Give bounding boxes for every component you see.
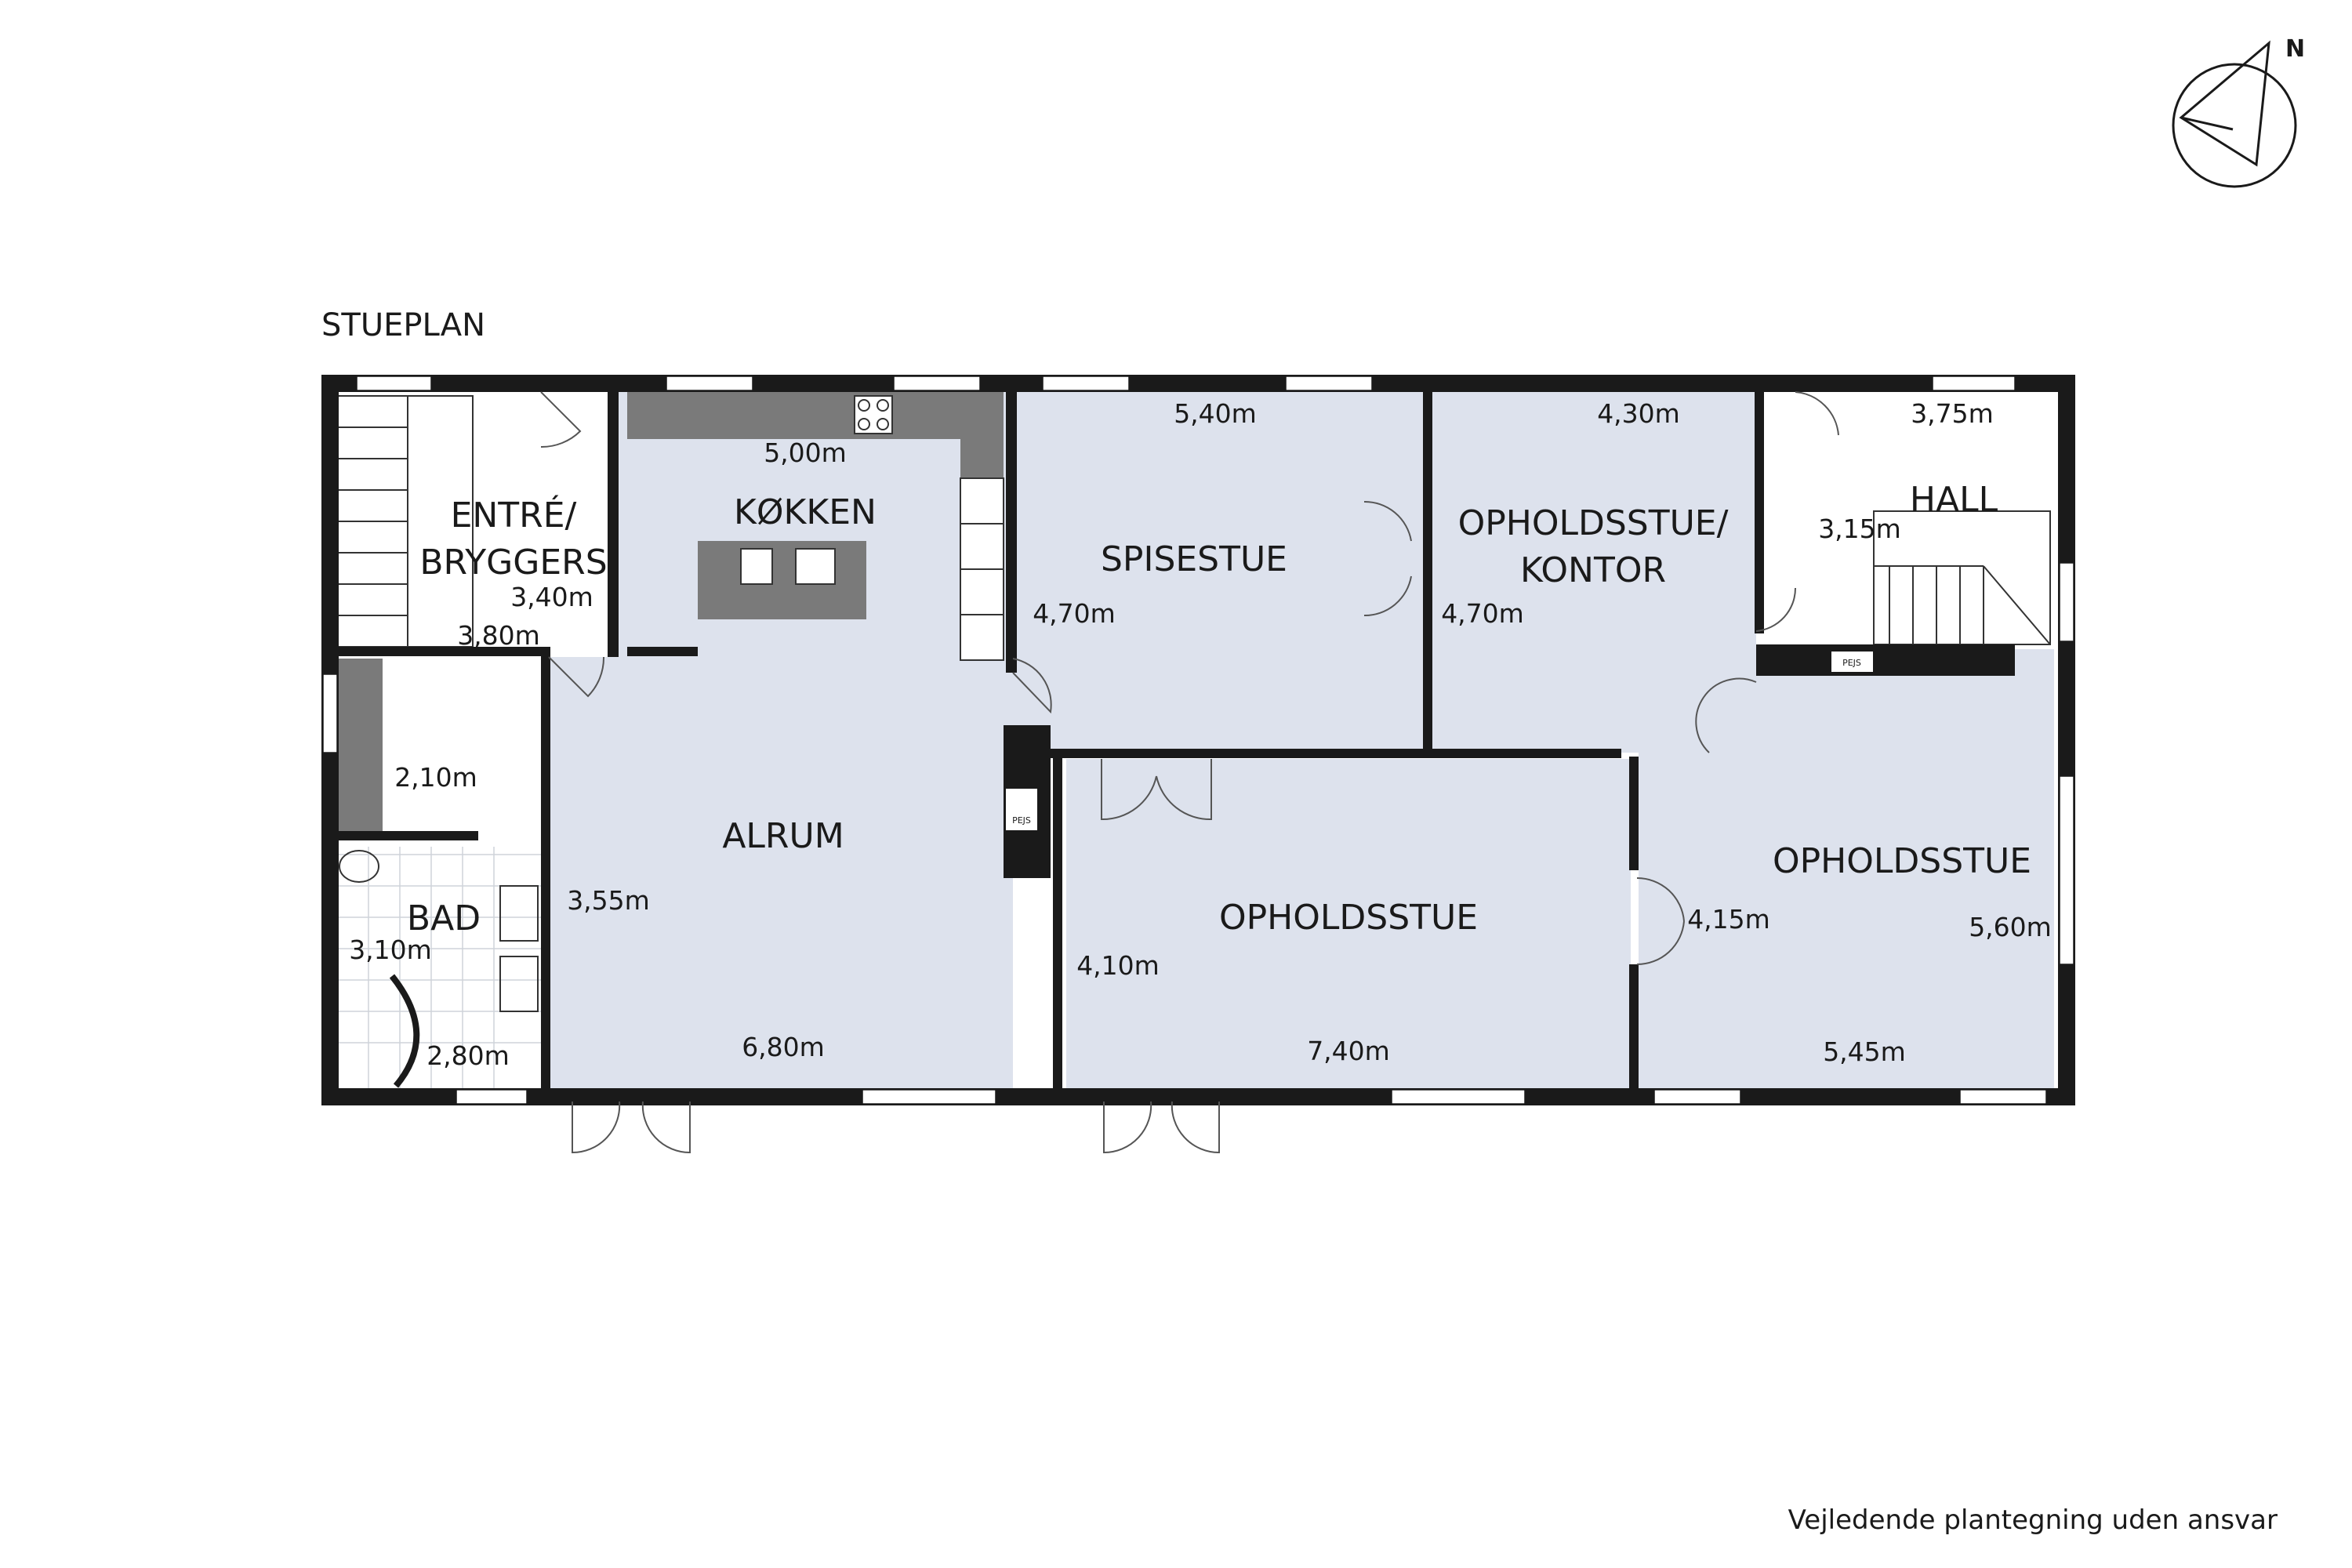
wall-spisestue-kontor — [1423, 375, 1432, 751]
alrum-depth: 3,55m — [567, 885, 650, 916]
bad-sink-icon — [499, 885, 539, 942]
dimension-labels: 3,40m 3,80m 5,00m 5,40m 4,70m 4,30m 4,70… — [349, 398, 2052, 1071]
sink-icon — [795, 548, 836, 585]
spisestue-depth: 4,70m — [1033, 598, 1116, 629]
wall-kontor-hall — [1755, 375, 1764, 633]
opholdsstue-right-depth2: 5,60m — [1969, 912, 2052, 942]
wall-ophold-mid-upper — [1629, 757, 1639, 870]
wall-entre-kokken — [608, 375, 619, 657]
wall-spisestue-bottom — [1010, 749, 1621, 758]
fireplace-label: PEJS — [1012, 815, 1031, 826]
wall-top — [321, 375, 2074, 392]
bad-depth: 3,10m — [349, 935, 432, 965]
wall-ophold-mid-lower — [1629, 964, 1639, 1090]
wall-gang-bad — [321, 831, 478, 840]
alrum-left-floor — [541, 657, 615, 1090]
wall-bad-alrum — [541, 647, 550, 1090]
wall-hall-fireplace — [1756, 644, 2015, 676]
alrum-width: 6,80m — [742, 1032, 825, 1062]
bad-width: 2,80m — [426, 1040, 510, 1071]
bad-fixtures — [339, 850, 539, 1088]
entre-depth: 3,40m — [510, 582, 593, 612]
kitchen-counters — [627, 392, 1004, 661]
opholdsstue-mid-label: OPHOLDSSTUE — [1219, 898, 1478, 938]
fireplace-icon: PEJS — [1004, 787, 1039, 832]
opholdsstue-right-label: OPHOLDSSTUE — [1773, 841, 2031, 881]
kokken-width: 5,00m — [764, 437, 847, 468]
dishwasher-icon — [740, 548, 773, 585]
wall-right — [2058, 375, 2075, 1105]
stairs-entre — [335, 395, 474, 648]
wall-bottom — [321, 1088, 2074, 1105]
compass-north-label: N — [2285, 35, 2305, 63]
corridor-storage — [336, 659, 383, 839]
kontor-depth: 4,70m — [1441, 598, 1524, 629]
wall-entre-bottom — [321, 647, 549, 656]
stove-icon — [854, 395, 893, 434]
opholdsstue-mid-floor — [1066, 759, 1631, 1090]
entre-width: 3,80m — [457, 620, 540, 651]
opholdsstue-mid-width: 7,40m — [1307, 1036, 1390, 1066]
alrum-label: ALRUM — [722, 816, 844, 856]
stairs-hall — [1873, 510, 2051, 645]
bad-tiles — [337, 847, 541, 1090]
fireplace-label-hall: PEJS — [1842, 658, 1861, 668]
wall-alrum-ophold — [1053, 757, 1062, 1094]
kitchen-counter-top — [627, 392, 1004, 439]
alrum-floor — [615, 392, 1013, 1090]
wall-pantry — [627, 647, 698, 656]
hall-label: HALL — [1910, 480, 1998, 520]
opholdsstue-mid-depth: 4,10m — [1076, 950, 1160, 981]
wall-kokken-spisestue — [1006, 375, 1017, 673]
fireplace-icon-hall: PEJS — [1830, 650, 1875, 673]
bad-label: BAD — [407, 898, 481, 938]
kontor-width: 4,30m — [1597, 398, 1680, 429]
hall-width: 3,75m — [1911, 398, 1994, 429]
spisestue-label: SPISESTUE — [1101, 539, 1287, 579]
kontor-label-line2: KONTOR — [1520, 550, 1666, 590]
floor-areas — [329, 392, 2054, 1090]
gang-depth: 2,10m — [394, 762, 477, 793]
windows — [322, 376, 2074, 1105]
shower-screen — [389, 974, 420, 1088]
spisestue-width: 5,40m — [1174, 398, 1257, 429]
opholdsstue-right-floor — [1639, 649, 2054, 1090]
kitchen-counter-corner — [960, 392, 1004, 478]
kontor-label-line1: OPHOLDSSTUE/ — [1458, 503, 1729, 543]
room-labels: ENTRÉ/ BRYGGERS KØKKEN SPISESTUE OPHOLDS… — [407, 480, 2031, 938]
spisestue-floor — [1013, 392, 1427, 753]
kokken-label: KØKKEN — [734, 492, 877, 532]
doors — [540, 391, 1839, 1154]
hall-depth: 3,15m — [1818, 514, 1901, 544]
opholdsstue-right-depth: 4,15m — [1687, 904, 1770, 935]
compass-icon: N — [2172, 35, 2305, 188]
disclaimer-text: Vejledende plantegning uden ansvar — [1788, 1504, 2278, 1536]
kitchen-island — [698, 541, 866, 619]
bad-sink-icon-2 — [499, 956, 539, 1012]
bad-floor — [329, 847, 541, 1090]
plan-title: STUEPLAN — [321, 307, 485, 343]
toilet-icon — [339, 850, 379, 883]
entre-label-line2: BRYGGERS — [419, 543, 607, 583]
opholdsstue-right-width: 5,45m — [1823, 1036, 1906, 1067]
entre-label-line1: ENTRÉ/ — [451, 494, 577, 535]
